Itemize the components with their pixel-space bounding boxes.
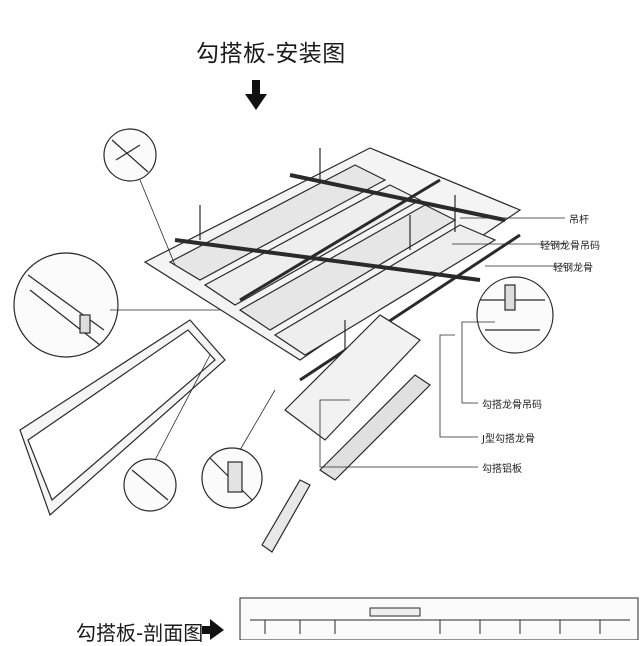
down-arrow-icon [245,80,267,110]
label-hook-panel: 勾搭铝板 [482,464,522,475]
label-j-keel: J型勾搭龙骨 [482,434,535,445]
detail-circle-left [13,252,119,358]
ceiling-grid [143,147,522,382]
hook-panel-lower [284,314,431,481]
hook-panel-strip [261,479,311,553]
detail-connectors [110,179,276,461]
detail-circle-bottom-left [123,458,177,512]
label-leaders [319,217,565,468]
detail-circle-top [103,128,157,182]
section-view [239,597,639,640]
page-title: 勾搭板-安装图 [196,41,346,67]
label-hook-keel-hanger: 勾搭龙骨吊码 [482,400,542,411]
detail-circle-bottom-mid [201,447,263,509]
label-lightsteel-keel: 轻钢龙骨 [553,263,593,274]
section-title: 勾搭板-剖面图 [76,621,204,645]
label-rod: 吊杆 [569,215,589,226]
hook-panel-large [19,319,226,517]
label-lightsteel-hanger: 轻钢龙骨吊码 [540,241,600,252]
right-arrow-icon [202,619,224,640]
detail-circle-right [476,276,554,354]
